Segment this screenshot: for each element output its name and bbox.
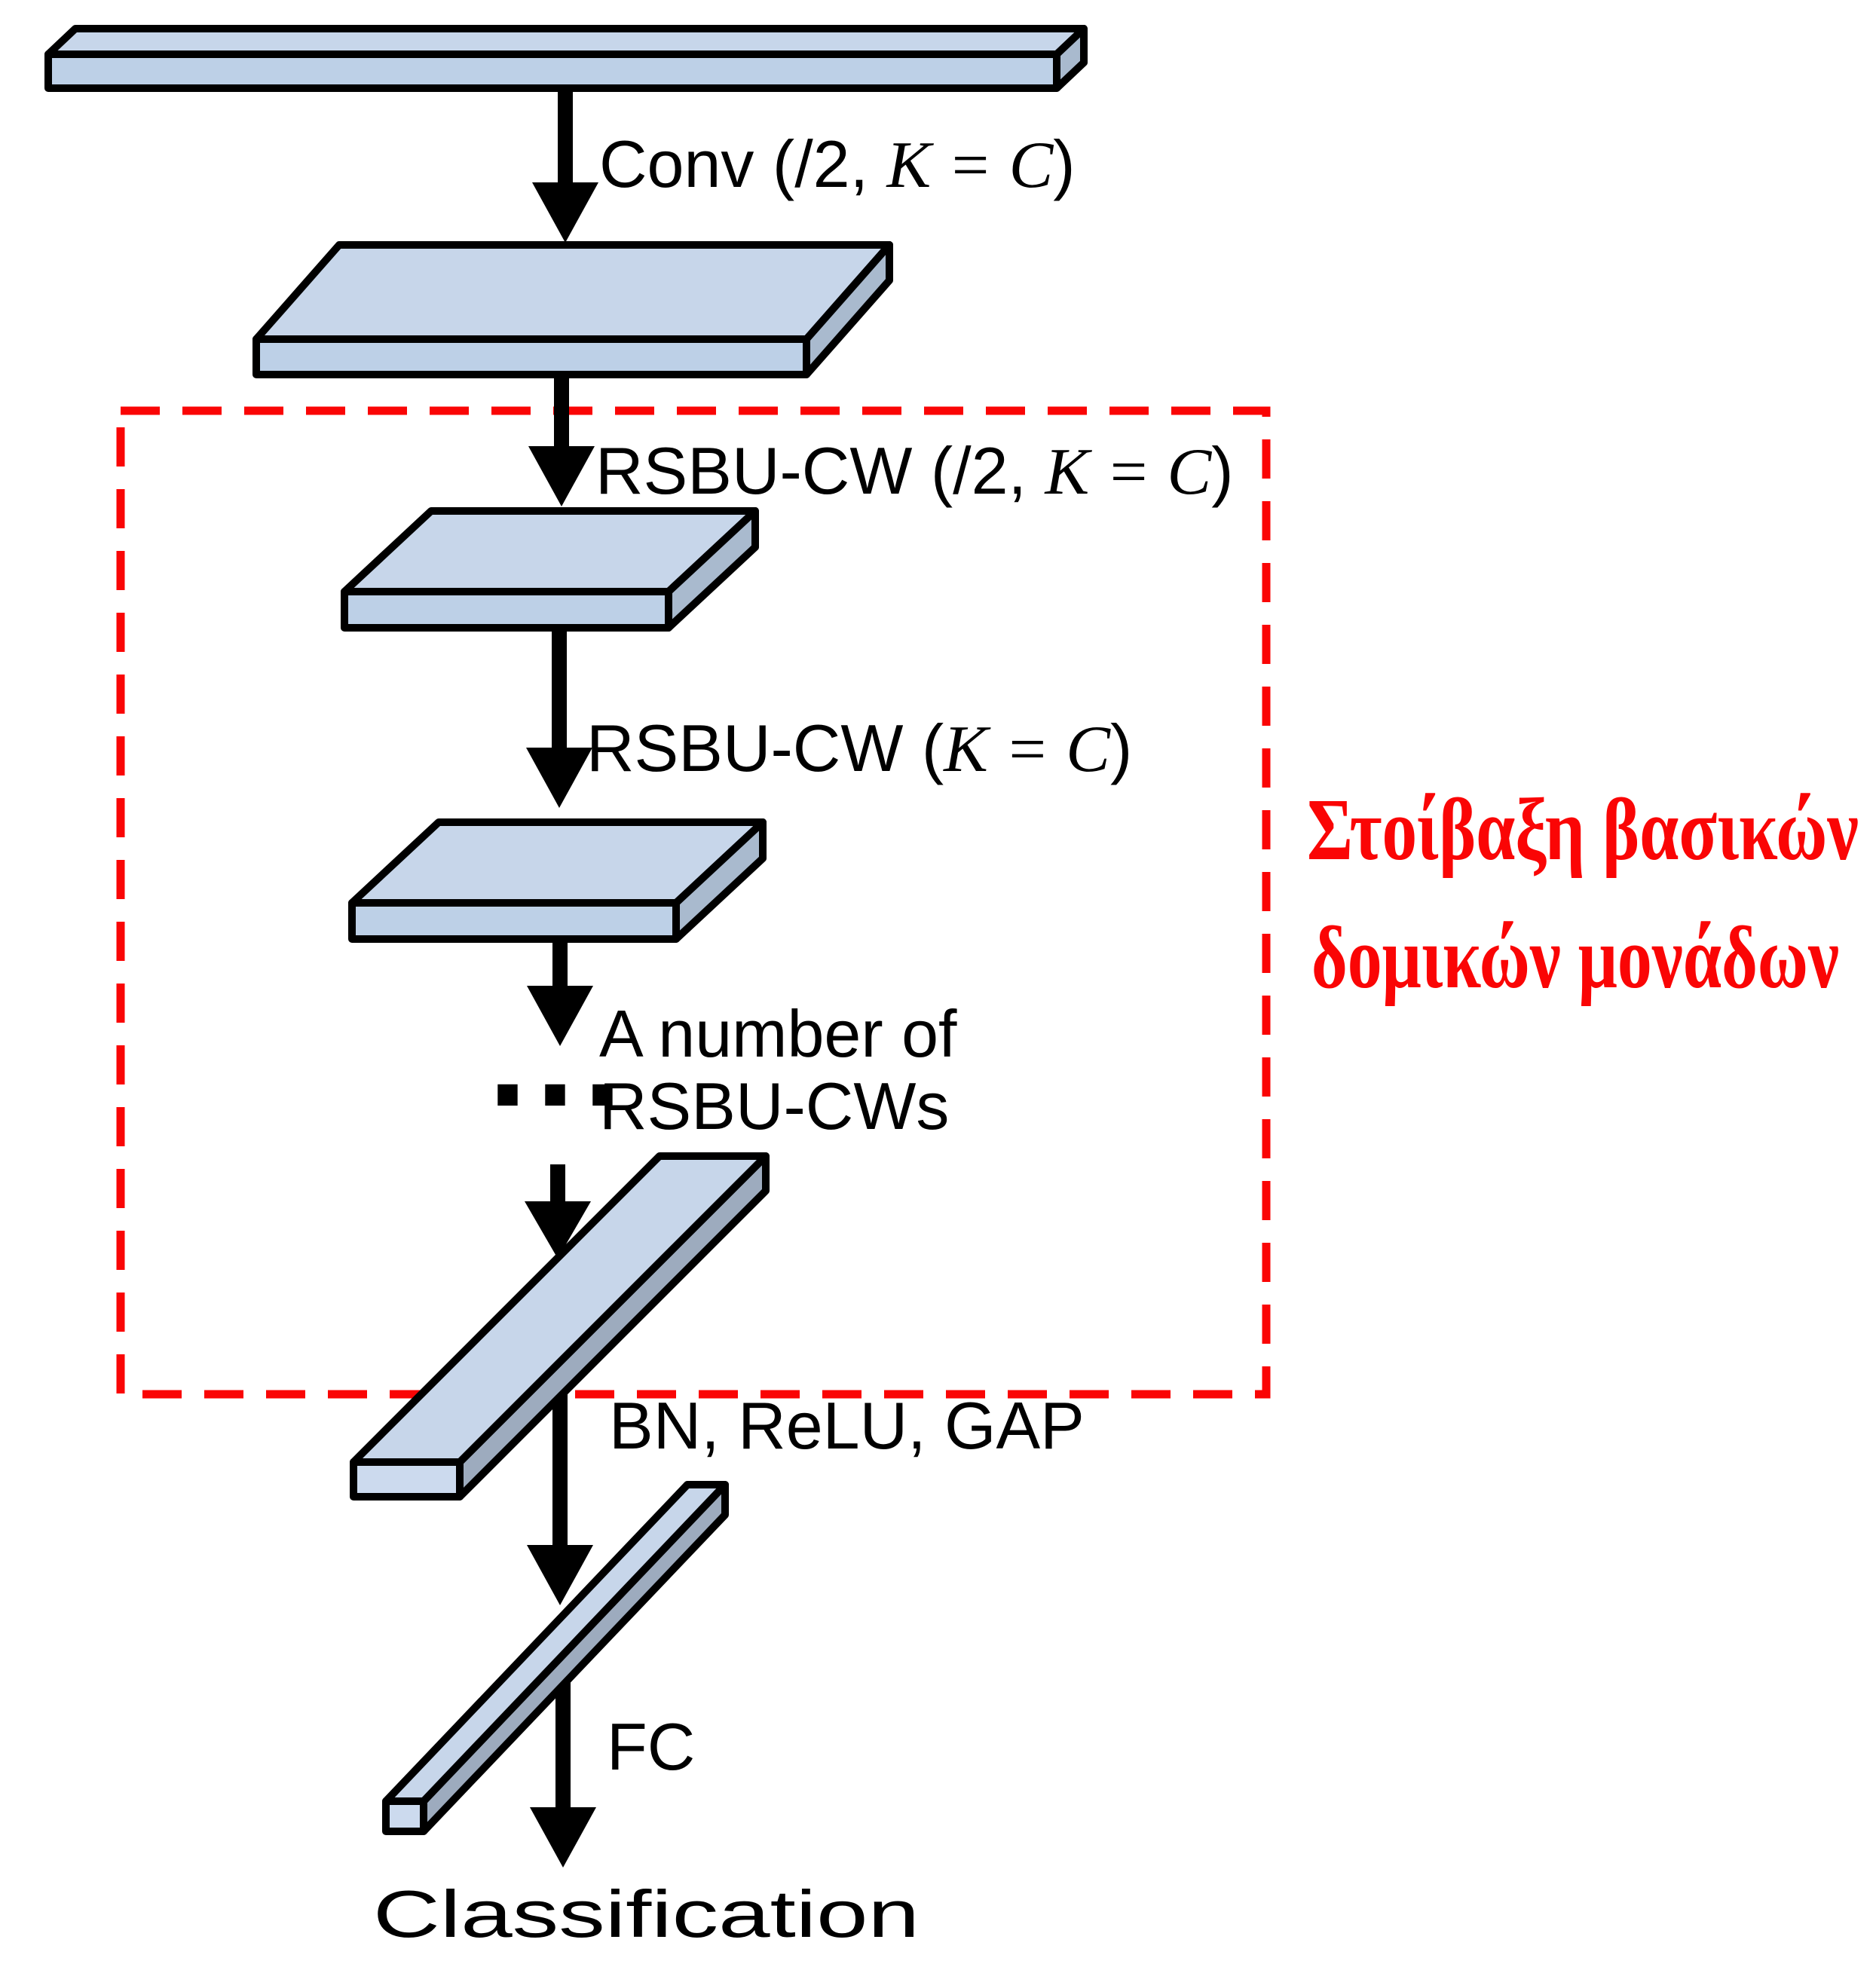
feature-vector-bar-end-face <box>350 1458 464 1501</box>
input-bar-top-face <box>44 25 1088 58</box>
pre-gap-arrow-head <box>525 1201 591 1259</box>
pre-gap-arrow <box>525 1164 591 1259</box>
feature-map-3 <box>348 818 767 943</box>
rsbu-downsample-arrow-head <box>528 446 595 506</box>
feature-map-1-front-face <box>252 335 810 378</box>
input-bar-front-face <box>44 50 1060 92</box>
bn-relu-gap-label: BN, ReLU, GAP <box>609 1388 1085 1463</box>
ellipsis-arrow-head <box>527 986 593 1046</box>
stack-units-label: RSBU-CWs <box>599 1069 949 1143</box>
stacking-annotation-line2: δομικών μονάδων <box>1311 908 1839 1007</box>
feature-map-1 <box>252 241 893 378</box>
stacking-annotation: Στοίβαξη βασικών δομικών μονάδων <box>1307 780 1859 1007</box>
bn-relu-gap-arrow-head <box>527 1545 593 1605</box>
feature-vector-bar <box>350 1152 770 1501</box>
rsbu-arrow <box>526 632 592 808</box>
gap-vector-bar <box>382 1481 729 1835</box>
fc-arrow-head <box>530 1807 596 1868</box>
input-signal-bar <box>44 25 1088 92</box>
feature-map-1-top-face <box>252 241 893 343</box>
stacking-annotation-line1: Στοίβαξη βασικών <box>1307 780 1859 879</box>
stacked-units-dashed-box <box>116 406 1271 1399</box>
ellipsis-arrow <box>527 942 593 1046</box>
ellipsis-dots: ··· <box>486 1030 629 1161</box>
feature-map-2-front-face <box>341 588 672 632</box>
fc-label: FC <box>607 1709 695 1784</box>
conv-arrow-head <box>532 182 598 243</box>
gap-vector-bar-end-face <box>382 1797 427 1835</box>
stack-count-label: A number of <box>599 996 957 1071</box>
rsbu-arrow-head <box>526 748 592 808</box>
feature-map-3-front-face <box>348 899 680 943</box>
conv-arrow <box>532 90 598 243</box>
feature-map-2 <box>341 507 759 632</box>
classification-label: Classification <box>373 1877 920 1951</box>
rsbu-downsample-label: RSBU-CW (/2, K = C) <box>595 433 1234 509</box>
rsbu-downsample-arrow <box>528 377 595 506</box>
conv-label: Conv (/2, K = C) <box>599 127 1076 202</box>
rsbu-label: RSBU-CW (K = C) <box>586 711 1132 786</box>
